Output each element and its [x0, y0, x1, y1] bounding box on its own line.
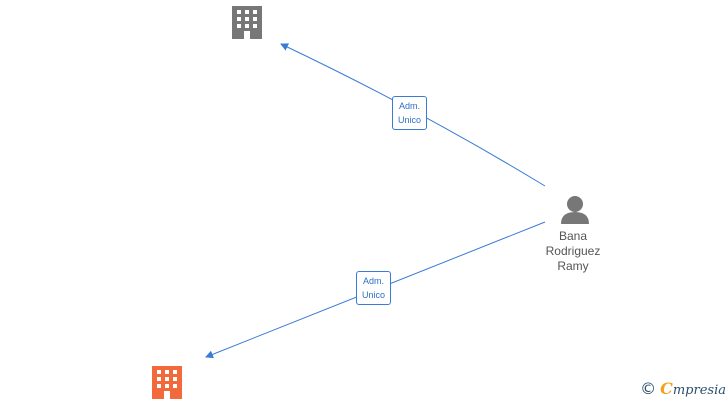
person-name-line-3: Ramy [557, 259, 589, 273]
brand-logo: Cmpresia [660, 379, 726, 398]
edge-label-line-1: Adm. [399, 101, 421, 111]
person-name-line-1: Bana [558, 229, 588, 243]
edge-label-line-2: Unico [362, 290, 386, 300]
edge-label-line-2: Unico [398, 115, 422, 125]
person-name[interactable]: Bana Rodriguez Ramy [528, 229, 618, 274]
edge-label-company-bottom[interactable]: Adm. Unico [356, 271, 392, 305]
empresia-watermark: © Cmpresia [640, 379, 726, 398]
person-name-line-2: Rodriguez [545, 244, 601, 258]
company-top-building-icon[interactable] [232, 6, 262, 39]
copyright-icon: © [640, 379, 657, 398]
edge-label-line-1: Adm. [363, 276, 385, 286]
company-bottom-building-icon[interactable] [152, 366, 182, 399]
edge-label-company-top[interactable]: Adm. Unico [392, 96, 428, 130]
person-icon[interactable] [561, 196, 589, 224]
